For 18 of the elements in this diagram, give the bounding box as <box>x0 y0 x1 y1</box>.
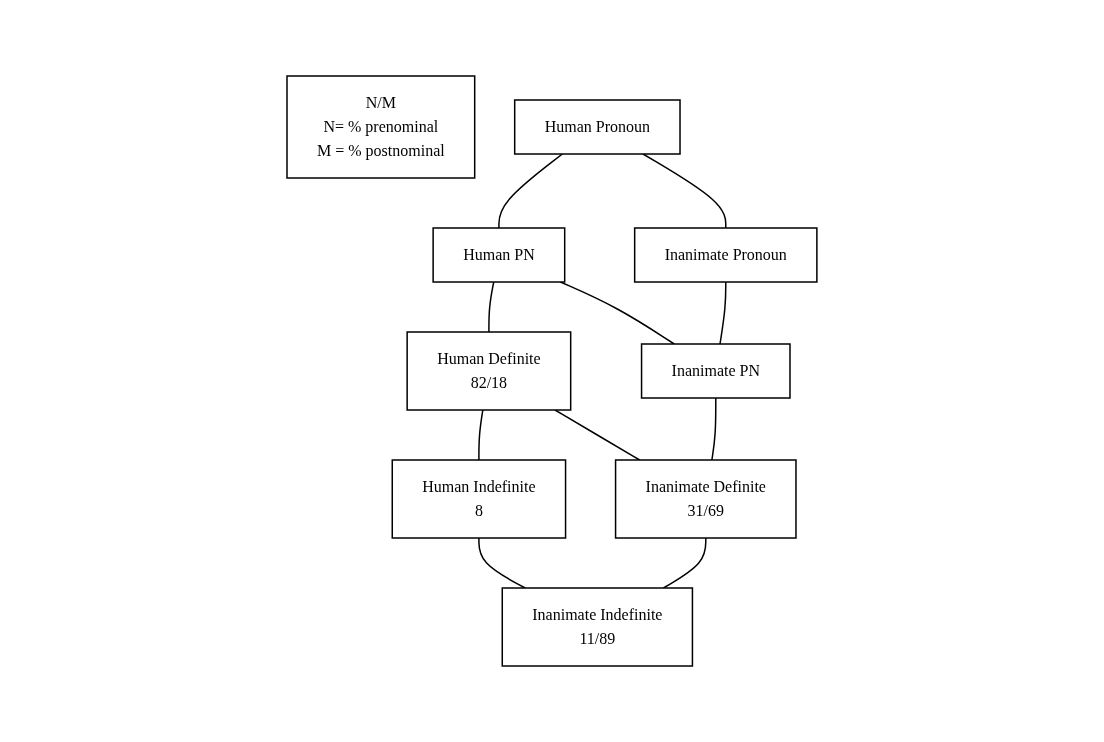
connector <box>662 537 707 589</box>
node-box: Inanimate PN <box>640 343 791 399</box>
connector <box>498 153 564 229</box>
node-box: Inanimate Pronoun <box>634 227 818 283</box>
connector <box>719 281 727 345</box>
connector <box>478 409 484 461</box>
connector <box>488 281 495 333</box>
node-box: Inanimate Definite 31/69 <box>614 459 797 539</box>
node-box: Human PN <box>432 227 566 283</box>
node-box: N/M N= % prenominal M = % postnominal <box>286 75 476 179</box>
connector <box>711 397 717 461</box>
node-box: Human Definite 82/18 <box>406 331 572 411</box>
connector <box>554 409 641 461</box>
connector <box>478 537 526 589</box>
node-box: Human Pronoun <box>514 99 681 155</box>
node-box: Inanimate Indefinite 11/89 <box>501 587 694 667</box>
node-box: Human Indefinite 8 <box>391 459 567 539</box>
connector <box>642 153 727 229</box>
